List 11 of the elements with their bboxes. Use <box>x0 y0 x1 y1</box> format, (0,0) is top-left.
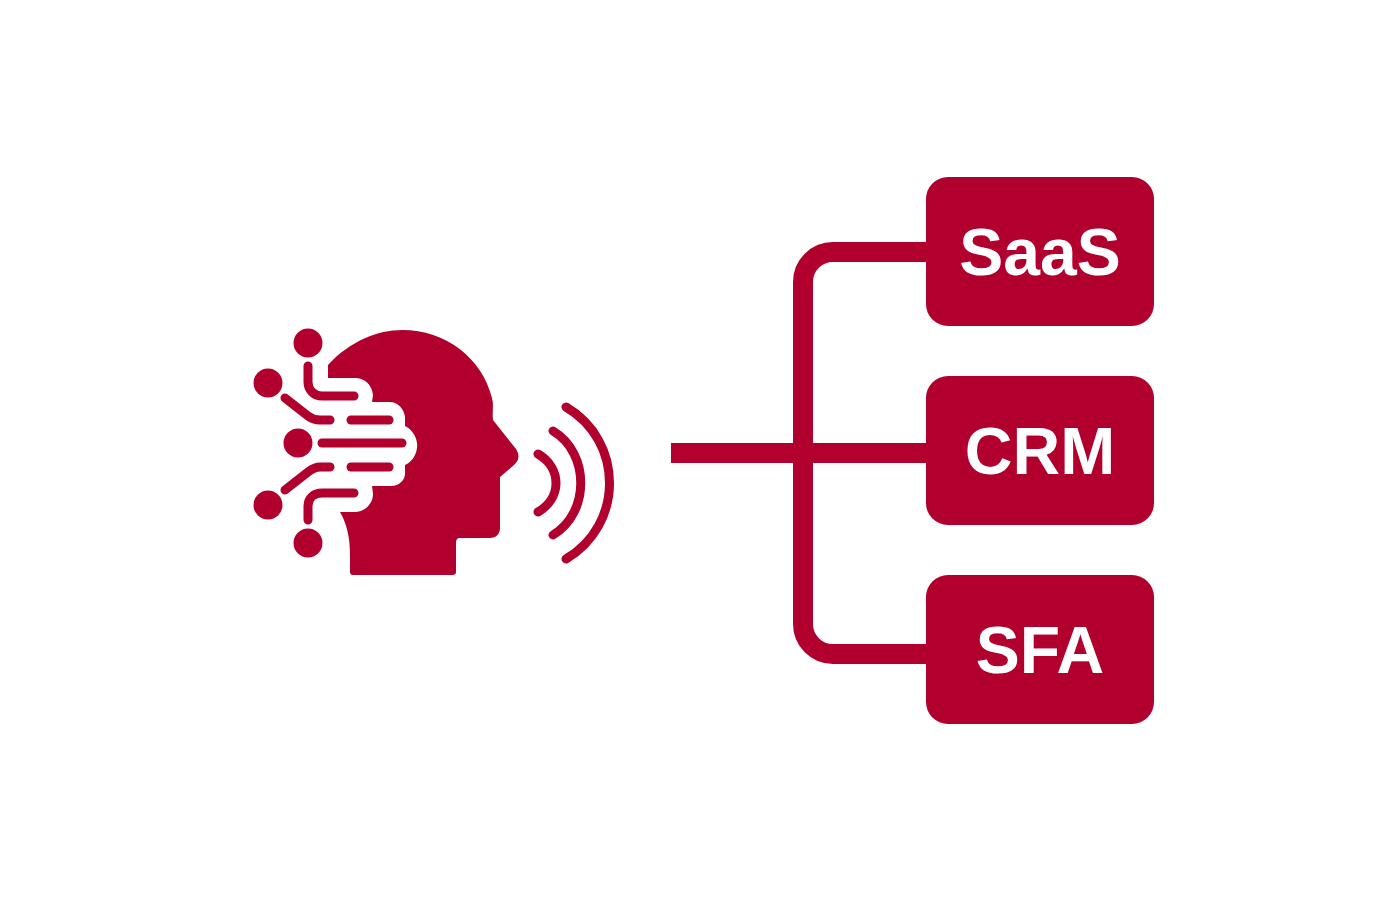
speaking-head-illustration <box>252 327 616 577</box>
connector-line <box>793 242 926 443</box>
connector-line <box>671 443 793 463</box>
box-label: SaaS <box>959 218 1121 285</box>
category-box <box>926 177 1154 326</box>
connector-line <box>793 463 926 664</box>
connector-line <box>793 443 926 463</box>
category-box <box>926 376 1154 525</box>
box-label: CRM <box>964 417 1116 484</box>
box-label: SFA <box>975 616 1105 683</box>
category-box <box>926 575 1154 724</box>
